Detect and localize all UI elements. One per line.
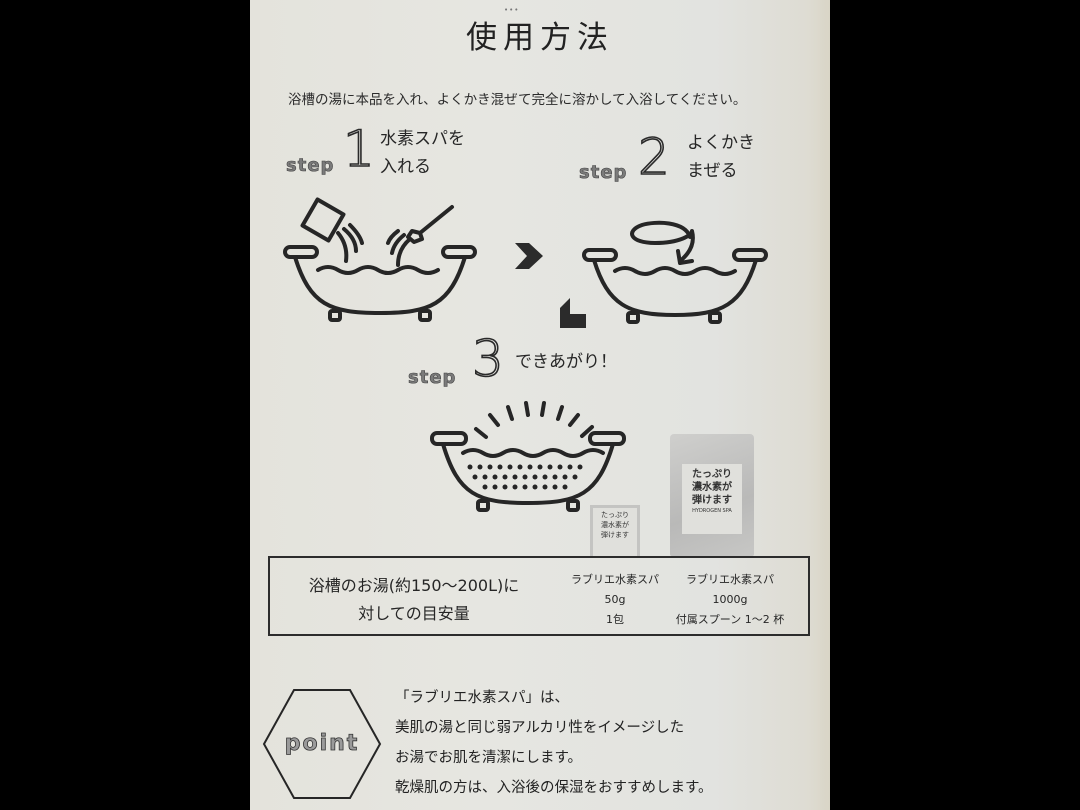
product-size: 1000g [712, 593, 748, 606]
product-50g-info: ラブリエ水素スパ 50g 1包 [560, 570, 670, 630]
instruction-sheet: ••• 使用方法 浴槽の湯に本品を入れ、よくかき混ぜて完全に溶かして入浴してくだ… [250, 0, 830, 810]
pkg-text: 弾けます [601, 531, 629, 539]
step-1-description: 水素スパを 入れる [380, 125, 465, 181]
bathtub-pouring-icon [283, 197, 477, 322]
point-hexagon-icon [262, 689, 382, 799]
product-name: ラブリエ水素スパ [686, 573, 774, 586]
step-word: step [579, 162, 628, 184]
step-word: step [286, 155, 335, 177]
page-title: 使用方法 [466, 20, 614, 56]
pkg-text: たっぷり [692, 469, 732, 480]
product-amount: 1包 [606, 613, 624, 626]
point-line: 乾燥肌の方は、入浴後の保湿をおすすめします。 [395, 780, 713, 796]
intro-text: 浴槽の湯に本品を入れ、よくかき混ぜて完全に溶かして入浴してください。 [288, 92, 747, 108]
step-3-number: 3 [471, 330, 504, 388]
amount-guide-label: 浴槽のお湯(約150～200L)に 対しての目安量 [284, 572, 544, 628]
step-2-description: よくかき まぜる [687, 129, 755, 185]
amount-guide-box: 浴槽のお湯(約150～200L)に 対しての目安量 ラブリエ水素スパ 50g 1… [268, 556, 810, 636]
bathtub-stirring-icon [582, 220, 768, 324]
amount-label-line1: 浴槽のお湯(約150～200L)に [308, 576, 520, 595]
step-2-desc-line2: まぜる [687, 161, 738, 181]
point-line: 「ラブリエ水素スパ」は、 [395, 690, 569, 706]
product-50g-image: たっぷり 濃水素が 弾けます [590, 505, 640, 557]
bathtub-bubbling-icon [430, 401, 626, 512]
step-2-label: step [579, 162, 628, 184]
pkg-text: たっぷり [601, 511, 629, 519]
point-badge: point [284, 731, 360, 757]
step-3-desc-line1: できあがり！ [515, 352, 617, 372]
title-dots: ••• [504, 6, 520, 14]
chevron-down-left-icon [560, 298, 586, 328]
step-1-desc-line1: 水素スパを [380, 129, 465, 149]
pkg-subtext: HYDROGEN SPA [692, 508, 732, 514]
step-3-label: step [408, 367, 457, 389]
product-1000g-label: たっぷり 濃水素が 弾けます HYDROGEN SPA [682, 464, 742, 534]
step-2-desc-line1: よくかき [687, 133, 755, 153]
step-1-label: step [286, 155, 335, 177]
step-1-desc-line2: 入れる [380, 157, 431, 177]
step-1-number: 1 [342, 120, 375, 178]
product-1000g-image: たっぷり 濃水素が 弾けます HYDROGEN SPA [670, 434, 754, 556]
product-50g-label: たっぷり 濃水素が 弾けます [593, 508, 637, 556]
point-line: お湯でお肌を清潔にします。 [395, 750, 583, 766]
pkg-text: 弾けます [692, 495, 732, 506]
step-word: step [408, 367, 457, 389]
product-size: 50g [604, 593, 626, 606]
step-2-number: 2 [637, 128, 670, 186]
point-line: 美肌の湯と同じ弱アルカリ性をイメージした [395, 720, 685, 736]
point-description: 「ラブリエ水素スパ」は、 美肌の湯と同じ弱アルカリ性をイメージした お湯でお肌を… [395, 683, 713, 803]
step-3-description: できあがり！ [515, 348, 617, 376]
product-name: ラブリエ水素スパ [571, 573, 659, 586]
pkg-text: 濃水素が [601, 521, 629, 529]
chevron-right-icon [515, 243, 543, 269]
pkg-text: 濃水素が [692, 482, 732, 493]
product-1000g-info: ラブリエ水素スパ 1000g 付属スプーン 1～2 杯 [665, 570, 795, 630]
amount-label-line2: 対しての目安量 [358, 604, 470, 623]
product-amount: 付属スプーン 1～2 杯 [675, 613, 785, 626]
